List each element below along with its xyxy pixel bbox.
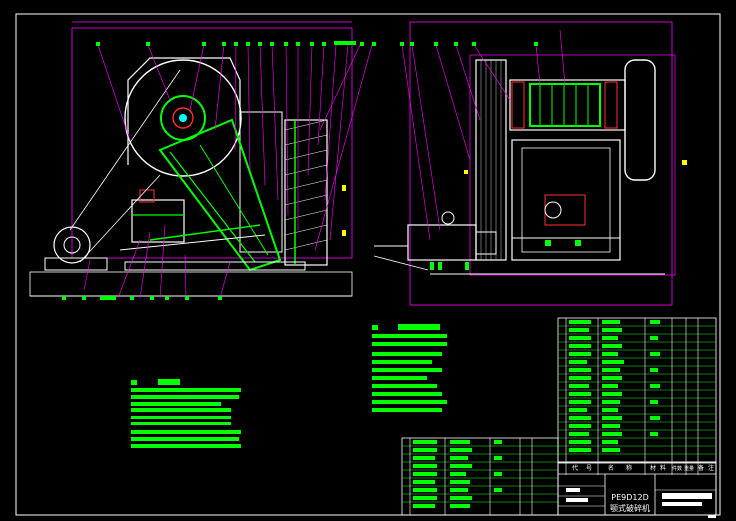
header-col-code-1: 代	[572, 464, 578, 472]
header-col-weight: 重量	[684, 465, 694, 472]
parts-list-table	[401, 317, 717, 516]
drawing-border	[15, 13, 721, 516]
technical-notes-block	[131, 379, 241, 448]
header-col-code-2: 号	[586, 465, 592, 472]
header-col-name-1: 名	[608, 464, 614, 472]
drawing-model-number: PE9D12D	[611, 493, 648, 502]
header-col-remark-2: 注	[708, 464, 714, 472]
header-col-material-1: 材	[650, 464, 656, 472]
front-view	[29, 21, 376, 300]
header-col-quantity: 件数	[672, 465, 682, 472]
header-col-material-2: 料	[660, 464, 666, 472]
parameters-block	[372, 324, 447, 412]
title-block: 代 号 名 称 材 料 件数 重量 备 注 PE9D12D 颚式破碎机	[557, 461, 717, 516]
header-col-name-2: 称	[626, 464, 632, 472]
header-col-remark-1: 备	[698, 464, 704, 472]
side-view	[373, 21, 687, 306]
drawing-title: 颚式破碎机	[610, 503, 650, 513]
